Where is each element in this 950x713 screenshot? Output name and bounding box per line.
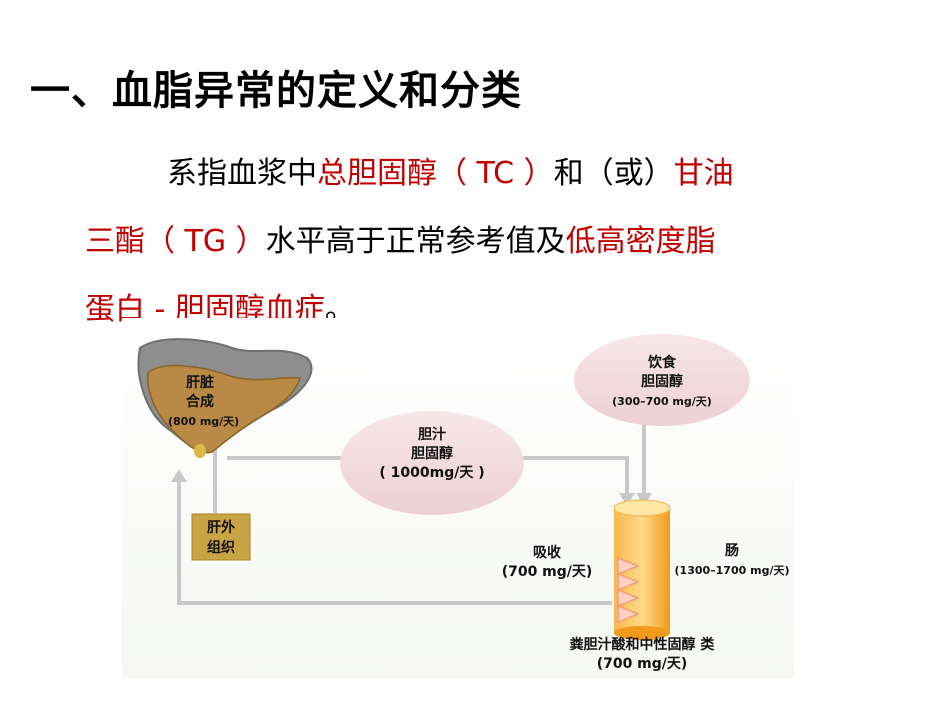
absorb-arrow-head xyxy=(171,469,187,482)
def-text-1: 系指血浆中 xyxy=(167,156,317,191)
feces-text: 粪胆汁酸和中性固醇 类 xyxy=(569,637,715,653)
intestine-amount: (1300–1700 mg/天) xyxy=(674,564,790,577)
intestine-label: 肠 (1300–1700 mg/天) xyxy=(672,542,792,580)
def-term-tc: 总胆固醇（ TC ） xyxy=(317,156,554,191)
absorb-text: 吸收 xyxy=(533,545,561,561)
diet-line1: 饮食 xyxy=(648,355,676,371)
intestine-icon xyxy=(613,499,671,640)
extrahepatic-line2: 组织 xyxy=(207,540,235,556)
bile-oval xyxy=(340,411,524,515)
bile-label: 胆汁 胆固醇 ( 1000mg/天 ) xyxy=(372,426,492,483)
absorb-flow-line xyxy=(177,478,612,605)
liver-action: 合成 xyxy=(186,394,214,410)
extrahepatic-tissue-box xyxy=(191,513,251,561)
diet-amount: (300–700 mg/天) xyxy=(612,395,712,408)
liver-name: 肝脏 xyxy=(186,375,214,391)
definition-paragraph: 系指血浆中总胆固醇（ TC ）和（或）甘油三酯（ TG ）水平高于正常参考值及低… xyxy=(85,140,865,344)
def-term-tg-part2: 三酯（ TG ） xyxy=(85,224,266,259)
feces-label: 粪胆汁酸和中性固醇 类 (700 mg/天) xyxy=(532,636,752,674)
liver-icon xyxy=(137,338,313,458)
diet-arrow-head xyxy=(636,493,652,506)
bile-line2: 胆固醇 xyxy=(411,446,453,462)
bile-amount: ( 1000mg/天 ) xyxy=(379,465,485,481)
def-text-2: 和（或） xyxy=(553,156,674,191)
absorb-label: 吸收 (700 mg/天) xyxy=(492,544,602,582)
diet-oval xyxy=(574,334,750,426)
arrow-heads xyxy=(171,469,652,506)
liver-label: 肝脏 合成 (800 mg/天) xyxy=(168,374,240,431)
liver-amount: (800 mg/天) xyxy=(168,415,240,428)
diet-line2: 胆固醇 xyxy=(641,374,683,390)
extrahepatic-label: 肝外 组织 xyxy=(192,518,250,558)
page-title: 一、血脂异常的定义和分类 xyxy=(30,68,522,114)
diagram-graphics xyxy=(137,334,750,640)
cholesterol-metabolism-diagram: 肝脏 合成 (800 mg/天) 胆汁 胆固醇 ( 1000mg/天 ) 饮食 … xyxy=(122,318,794,678)
def-term-tg-part1: 甘油 xyxy=(673,156,734,191)
def-text-3: 水平高于正常参考值及 xyxy=(265,224,566,259)
bile-arrow-head xyxy=(619,493,635,506)
intestine-text: 肠 xyxy=(725,543,739,559)
extrahepatic-line1: 肝外 xyxy=(207,520,235,536)
diet-label: 饮食 胆固醇 (300–700 mg/天) xyxy=(592,354,732,411)
def-term-hdl-part1: 低高密度脂 xyxy=(565,224,716,259)
bile-line1: 胆汁 xyxy=(418,427,446,443)
absorb-amount: (700 mg/天) xyxy=(501,564,593,580)
feces-amount: (700 mg/天) xyxy=(596,656,688,672)
